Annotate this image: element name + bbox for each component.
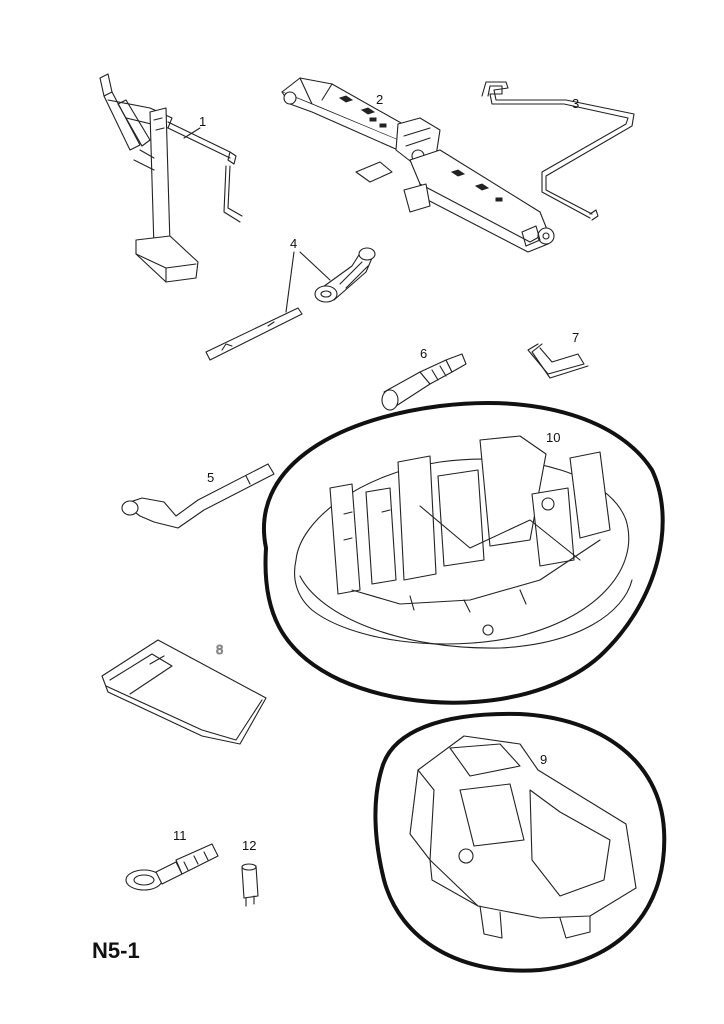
- part-9-foam-insert: [409, 735, 637, 939]
- highlight-ring-10: [262, 401, 665, 705]
- leader-4b: [299, 251, 331, 281]
- callout-2: 2: [376, 92, 383, 107]
- part-8-pouch: [101, 639, 267, 745]
- callout-4: 4: [290, 236, 297, 251]
- part-1-jack: [99, 73, 243, 283]
- part-6-adapter: [381, 353, 467, 411]
- diagram-code: N5-1: [92, 938, 140, 963]
- part-4-wheel-brace: [205, 247, 376, 361]
- part-3-crank-handle: [481, 81, 635, 221]
- callout-1: 1: [199, 114, 206, 129]
- part-10-tool-tray: [294, 435, 633, 649]
- callout-7: 7: [572, 330, 579, 345]
- callout-9: 9: [540, 752, 547, 767]
- part-12-small-adapter: [241, 863, 259, 907]
- leader-1: [183, 127, 201, 139]
- callout-8: 8: [216, 642, 223, 657]
- part-5-l-rod: [121, 463, 275, 529]
- leader-4a: [285, 251, 295, 313]
- callout-12: 12: [242, 838, 256, 853]
- callout-3: 3: [572, 96, 579, 111]
- callout-5: 5: [207, 470, 214, 485]
- highlight-ring-9: [373, 711, 667, 973]
- part-11-towing-eye: [125, 843, 219, 891]
- callout-10: 10: [546, 430, 560, 445]
- part-7-wire-clip: [527, 343, 589, 379]
- callout-11: 11: [173, 828, 187, 843]
- part-2-scissor-jack: [281, 77, 555, 253]
- callout-6: 6: [420, 346, 427, 361]
